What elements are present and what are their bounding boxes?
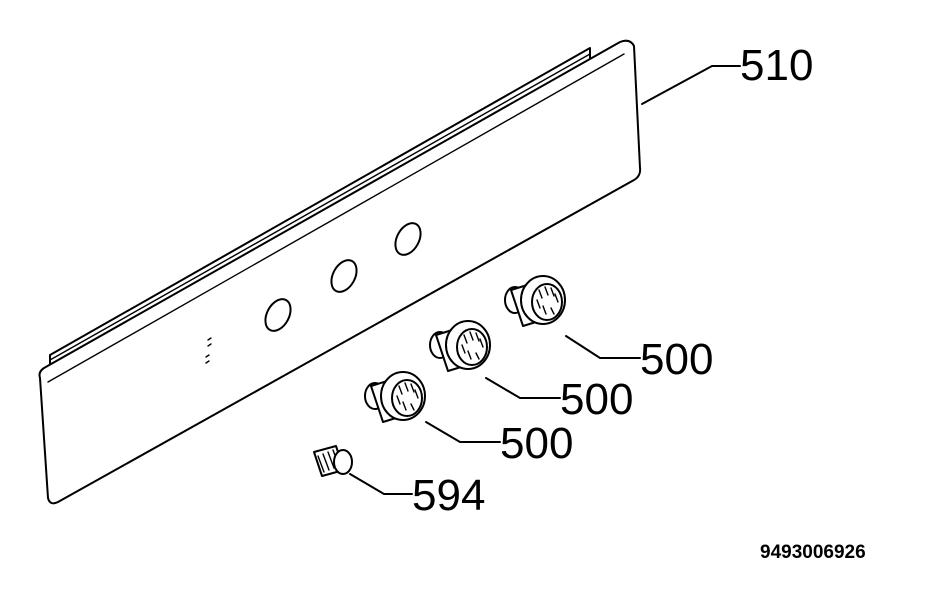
leader-line-500-1 [565,335,641,359]
drawing-number: 9493006926 [760,542,866,563]
part-label-500-3: 500 [500,419,573,468]
leader-line-510 [641,65,741,105]
leader-line-500-2 [485,377,561,399]
knob-hole-3 [394,222,422,256]
knob-2-drawing [429,320,491,372]
knob-hole-2 [330,259,358,293]
part-label-500-1: 500 [640,335,713,384]
knob-3-drawing [364,371,426,423]
knob-1-drawing [504,275,566,327]
leader-line-594 [349,473,413,495]
part-label-594: 594 [412,471,485,520]
knob-hole-1 [264,298,292,332]
part-label-510: 510 [740,41,813,90]
control-panel [38,39,642,505]
part-label-500-2: 500 [560,375,633,424]
leader-line-500-3 [425,421,501,443]
screw-drawing [313,445,353,477]
